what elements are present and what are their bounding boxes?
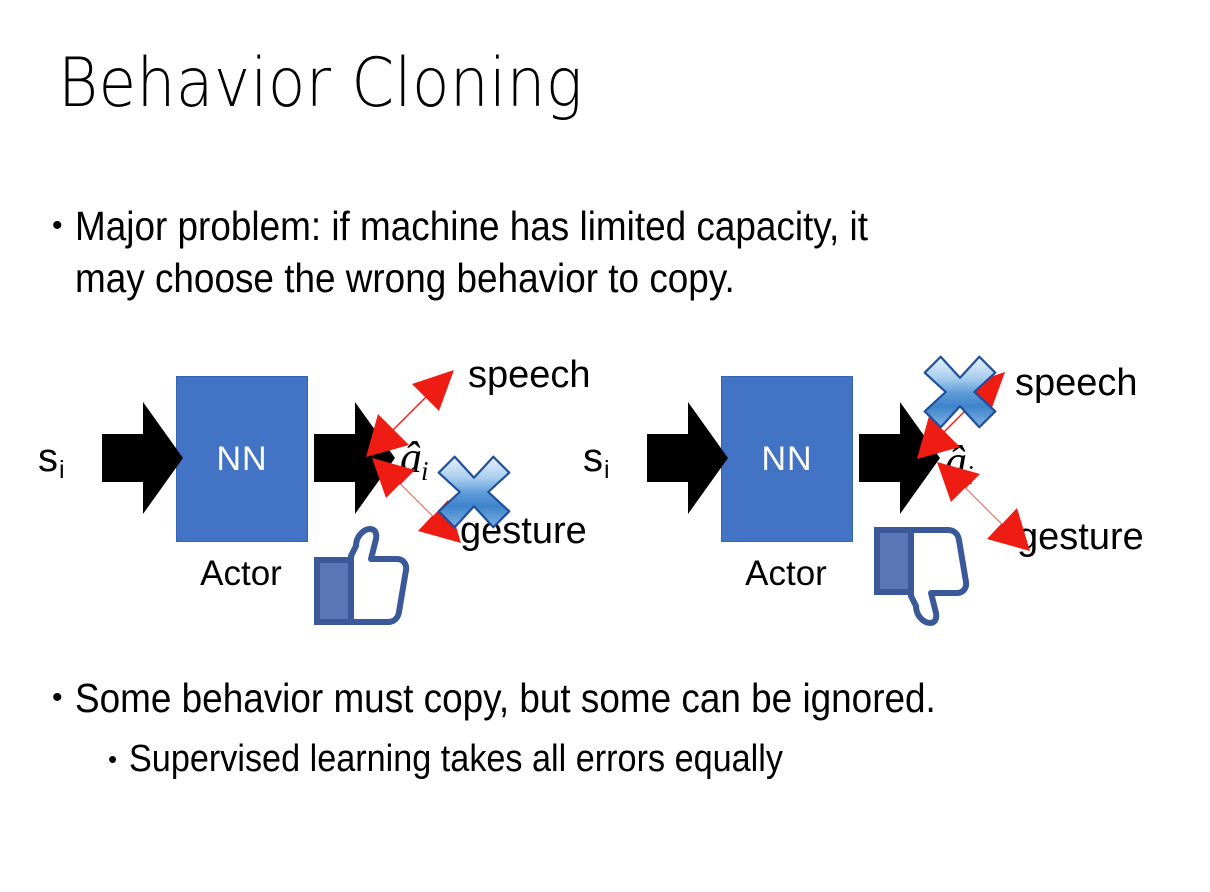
output-label-speech-left: speech: [468, 354, 591, 396]
bullet-bottom-secondary: • Supervised learning takes all errors e…: [108, 733, 1168, 785]
nn-box-left: NN: [176, 376, 308, 542]
block-arrow-input-left: [102, 402, 183, 514]
thumbs-up-icon: [313, 524, 413, 633]
diagram-left-graphics: [102, 370, 461, 543]
bullet-bottom-primary: • Some behavior must copy, but some can …: [52, 672, 1172, 724]
red-double-arrow-gesture-right: [937, 462, 1030, 551]
output-label-gesture-left: gesture: [460, 510, 587, 552]
blue-x-cross-icon-right: [918, 350, 1002, 439]
actor-label-left: Actor: [200, 554, 282, 593]
bullet-marker-icon: •: [108, 744, 118, 774]
block-arrow-output-left: [314, 402, 395, 514]
red-double-arrow-gesture-left: [372, 458, 461, 543]
bullet-marker-icon: •: [52, 209, 63, 242]
bullet-bottom-primary-text: Some behavior must copy, but some can be…: [74, 675, 936, 721]
actor-label-right: Actor: [745, 554, 827, 593]
output-label-speech-right: speech: [1015, 362, 1138, 404]
bullet-top: • Major problem: if machine has limited …: [52, 200, 1132, 304]
output-label-gesture-right: gesture: [1017, 516, 1144, 558]
state-label-right: si: [583, 436, 610, 484]
red-double-arrow-speech-right: [917, 372, 1005, 459]
diagram-wrong-copy: si NN Actor âi speech gesture: [565, 340, 1165, 640]
state-label-left: si: [38, 436, 65, 484]
page-title: Behavior Cloning: [58, 44, 583, 123]
block-arrow-input-right: [647, 402, 728, 514]
red-double-arrow-speech-left: [366, 370, 454, 457]
bullet-marker-icon: •: [52, 681, 63, 714]
block-arrow-output-right: [859, 402, 940, 514]
diagram-right-graphics: [647, 372, 1030, 551]
thumbs-down-icon: [873, 524, 973, 633]
nn-box-label: NN: [761, 439, 813, 478]
nn-box-label: NN: [216, 439, 268, 478]
blue-x-cross-icon-left: [432, 450, 516, 539]
diagram-correct-copy: si NN Actor âi speech gesture: [20, 340, 620, 640]
bullet-top-text: Major problem: if machine has limited ca…: [74, 203, 868, 301]
bullet-bottom-secondary-text: Supervised learning takes all errors equ…: [129, 738, 784, 780]
